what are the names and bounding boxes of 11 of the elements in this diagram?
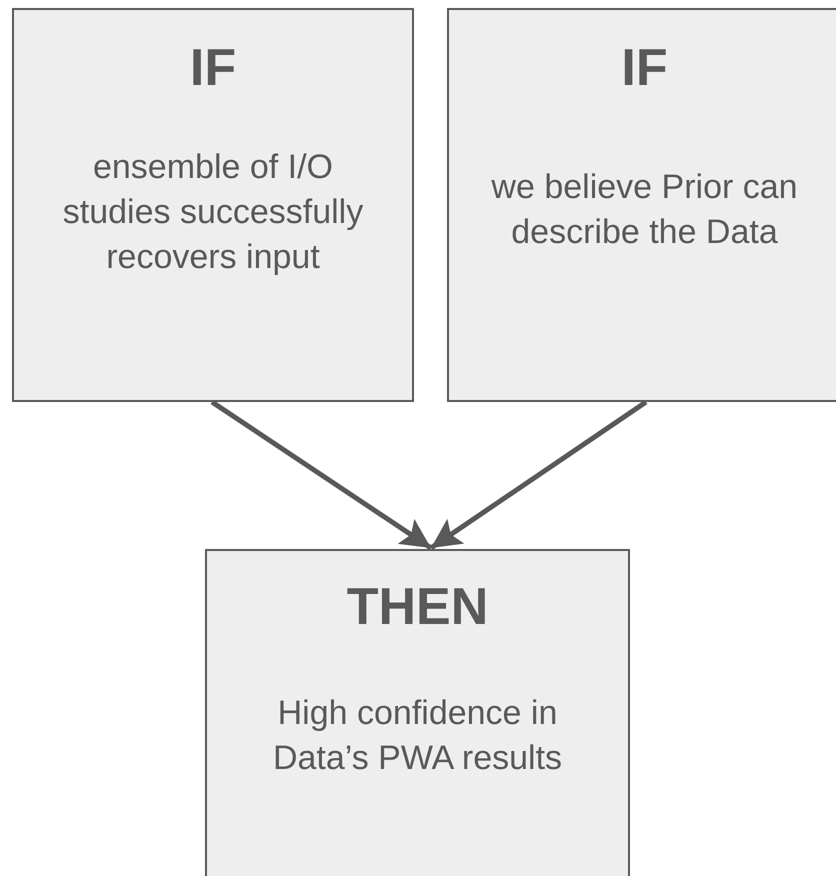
box-heading: IF — [190, 40, 236, 98]
arrow — [430, 400, 648, 550]
box-text: ensemble of I/O studies successfully recovers input — [62, 147, 364, 278]
box-text: we believe Prior can describe the Data — [490, 167, 799, 254]
arrow — [210, 400, 432, 550]
process-box — [205, 549, 630, 876]
box-heading: THEN — [346, 579, 488, 636]
box-text: High confidence in Data’s PWA results — [272, 693, 564, 780]
process-box — [447, 8, 836, 402]
box-heading: IF — [621, 40, 668, 98]
process-box — [12, 8, 414, 402]
